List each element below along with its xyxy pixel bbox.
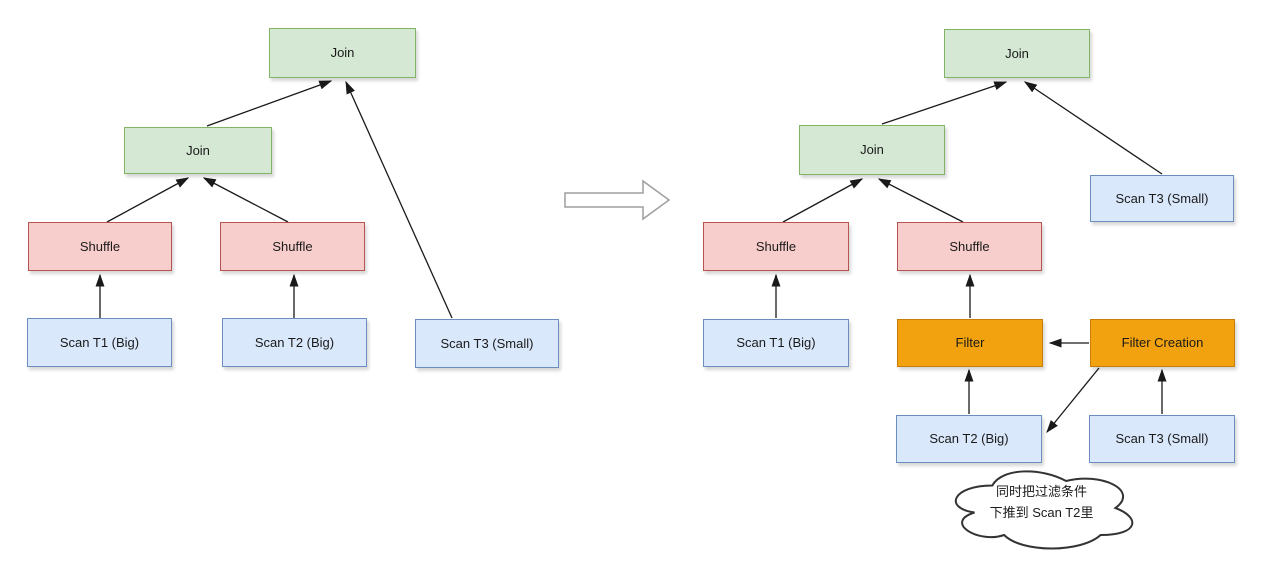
edge-right-shuffle-right-to-join-mid [877, 178, 964, 223]
edge-left-shuffle-left-to-join-mid [106, 177, 190, 223]
right-shuffle-right-node: Shuffle [897, 222, 1042, 271]
edge-left-join-mid-to-join-top [206, 80, 333, 127]
left-scan-t3-node: Scan T3 (Small) [415, 319, 559, 368]
right-join-top-node: Join [944, 29, 1090, 78]
right-scan-t3-bottom-node: Scan T3 (Small) [1089, 415, 1235, 463]
right-filter-node: Filter [897, 319, 1043, 367]
edge-right-shuffle-left-to-join-mid [782, 178, 864, 223]
left-shuffle-right-node: Shuffle [220, 222, 365, 271]
transform-arrow-icon [564, 179, 671, 221]
right-scan-t2-node: Scan T2 (Big) [896, 415, 1042, 463]
edge-left-shuffle-right-to-join-mid [202, 177, 289, 223]
edge-right-join-mid-to-join-top [881, 81, 1008, 125]
annotation-line-1: 同时把过滤条件 [995, 484, 1087, 499]
edge-left-scan-t3-to-join-top [345, 80, 453, 319]
right-filter-creation-node: Filter Creation [1090, 319, 1235, 367]
annotation-cloud [954, 470, 1134, 550]
edge-right-scan-t3-to-join-top [1023, 81, 1163, 175]
annotation-line-2: 下推到 Scan T2里 [989, 504, 1094, 520]
left-scan-t1-node: Scan T1 (Big) [27, 318, 172, 367]
right-join-mid-node: Join [799, 125, 945, 175]
left-join-mid-node: Join [124, 127, 272, 174]
edge-right-filter-creation-to-scan-t2 [1046, 367, 1100, 434]
annotation-cloud-text: 同时把过滤条件 下推到 Scan T2里 [943, 482, 1140, 524]
right-scan-t3-top-node: Scan T3 (Small) [1090, 175, 1234, 222]
left-join-top-node: Join [269, 28, 416, 78]
right-scan-t1-node: Scan T1 (Big) [703, 319, 849, 367]
left-scan-t2-node: Scan T2 (Big) [222, 318, 367, 367]
left-shuffle-left-node: Shuffle [28, 222, 172, 271]
right-shuffle-left-node: Shuffle [703, 222, 849, 271]
